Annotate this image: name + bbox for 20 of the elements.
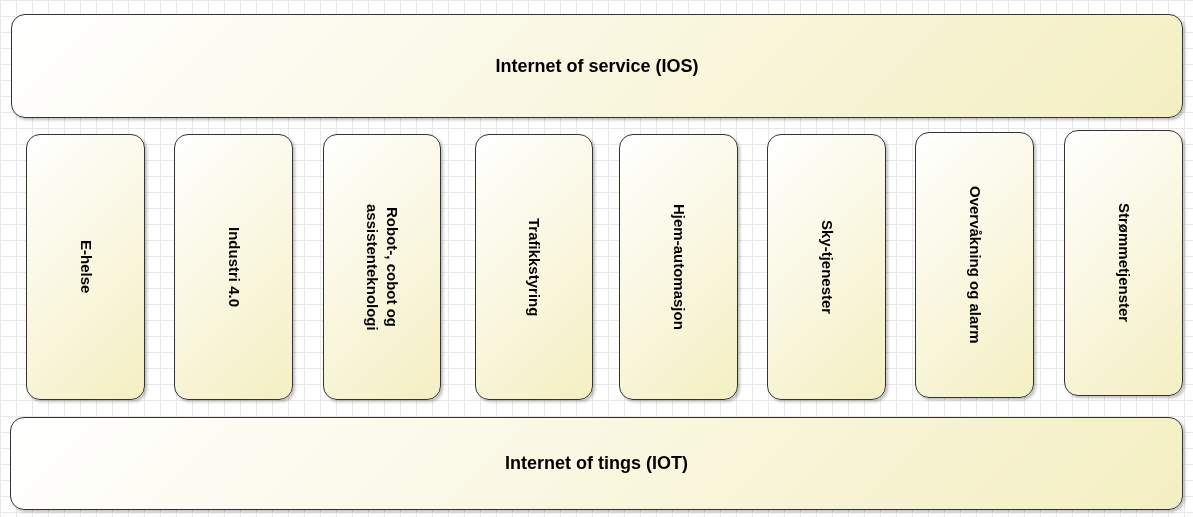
box-label: E-helse	[76, 240, 96, 294]
category-box	[767, 134, 886, 400]
category-box	[174, 134, 293, 400]
layer-band	[11, 14, 1183, 118]
box-label: Strømmetjenster	[1114, 203, 1134, 323]
box-label: Internet of service (IOS)	[495, 54, 699, 78]
category-box	[26, 134, 145, 400]
category-box	[619, 134, 738, 400]
box-label: Hjem-automasjon	[669, 204, 689, 330]
box-label: Trafikkstyring	[525, 217, 544, 317]
box-label: Industri 4.0	[224, 227, 244, 307]
box-label: Sky-tjenester	[817, 219, 837, 315]
box-label: Internet of tings (IOT)	[505, 452, 688, 475]
category-box	[1064, 130, 1183, 396]
category-box	[323, 134, 441, 400]
category-box	[915, 132, 1034, 398]
box-label: Robot-, cobot og assistenteknologi	[363, 202, 402, 333]
layer-band	[10, 417, 1183, 510]
box-label: Overvåkning og alarm	[965, 186, 985, 344]
category-box	[475, 134, 593, 400]
